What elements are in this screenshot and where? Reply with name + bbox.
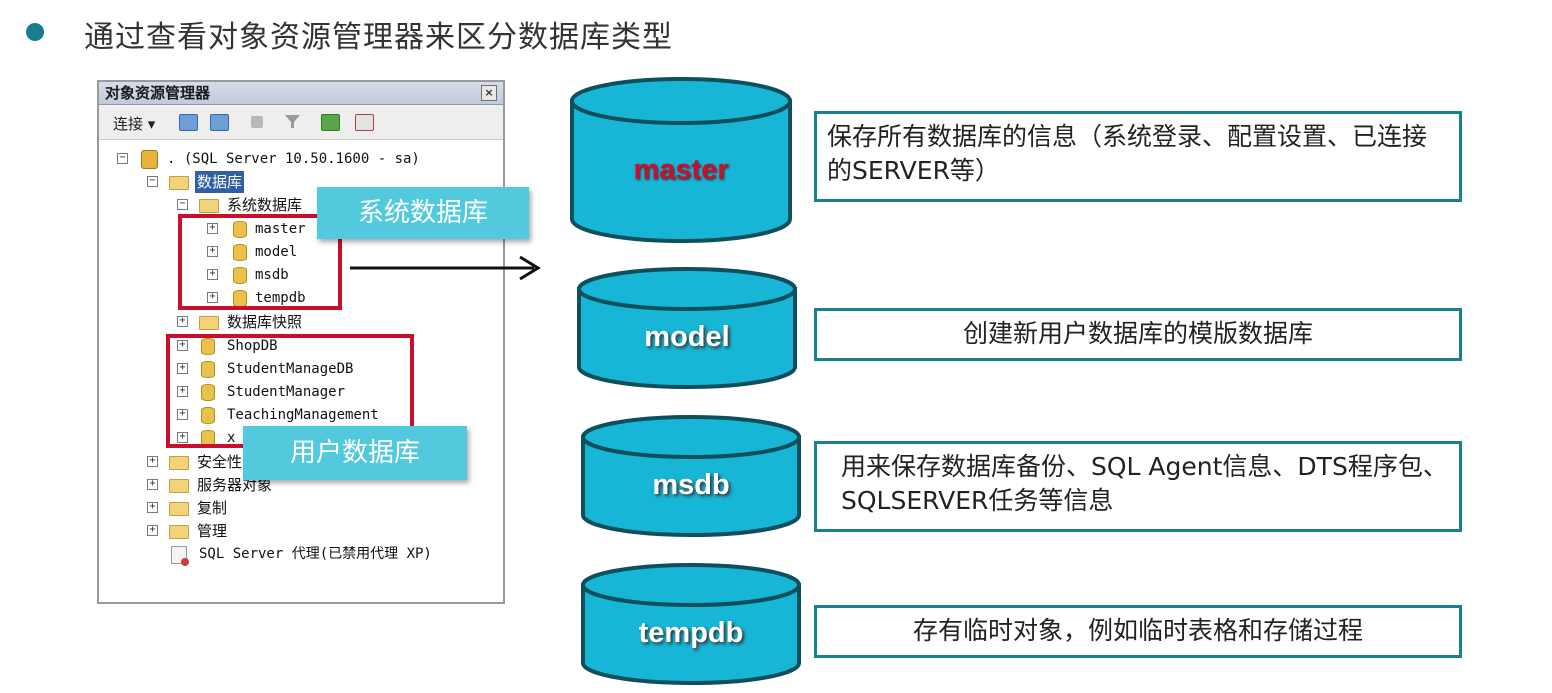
cylinder-top xyxy=(581,563,801,607)
arrow-head xyxy=(519,255,541,281)
cylinder-label: master xyxy=(633,154,729,186)
expand-icon[interactable]: + xyxy=(207,269,218,280)
cylinder-top xyxy=(577,267,797,311)
cylinder-body xyxy=(581,435,801,537)
master-description: 保存所有数据库的信息（系统登录、配置设置、已连接的SERVER等） xyxy=(814,111,1462,202)
expand-icon[interactable]: + xyxy=(177,432,188,443)
replication-label: 复制 xyxy=(197,499,228,517)
folder-icon xyxy=(169,502,189,516)
model-description: 创建新用户数据库的模版数据库 xyxy=(814,308,1462,361)
cylinder-top xyxy=(570,77,792,125)
cylinder-shape xyxy=(570,77,792,243)
stop-icon[interactable] xyxy=(251,116,263,128)
cylinder-shape xyxy=(577,267,797,389)
cylinder-body xyxy=(570,99,792,243)
refresh-icon[interactable] xyxy=(321,114,340,131)
cylinder-shape xyxy=(581,415,801,537)
db-label: master xyxy=(255,221,306,237)
filter-icon[interactable] xyxy=(284,114,301,129)
db-label: model xyxy=(255,244,298,260)
server-label: . (SQL Server 10.50.1600 - sa) xyxy=(167,151,420,167)
connect-icon[interactable] xyxy=(179,114,198,131)
object-explorer-toolbar: 连接 ▾ xyxy=(99,105,503,140)
database-icon xyxy=(201,384,215,401)
expand-icon[interactable]: + xyxy=(147,502,158,513)
database-icon xyxy=(233,221,247,238)
database-icon xyxy=(201,338,215,355)
system-databases-label: 系统数据库 xyxy=(227,196,303,214)
expand-icon[interactable]: + xyxy=(147,456,158,467)
expand-icon[interactable]: + xyxy=(177,340,188,351)
expand-icon[interactable]: + xyxy=(207,246,218,257)
db-label: ShopDB xyxy=(227,338,278,354)
slide-heading: 通过查看对象资源管理器来区分数据库类型 xyxy=(84,20,673,55)
expand-icon[interactable]: + xyxy=(147,479,158,490)
system-databases-callout: 系统数据库 xyxy=(317,187,529,239)
expand-icon[interactable]: + xyxy=(177,386,188,397)
tempdb-cylinder: tempdb xyxy=(580,562,802,686)
msdb-description: 用来保存数据库备份、SQL Agent信息、DTS程序包、SQLSERVER任务… xyxy=(814,441,1462,532)
databases-label: 数据库 xyxy=(195,171,245,193)
tempdb-description: 存有临时对象，例如临时表格和存储过程 xyxy=(814,605,1462,658)
expand-icon[interactable]: + xyxy=(147,525,158,536)
cylinder-label: msdb xyxy=(652,469,730,501)
cylinder-body xyxy=(577,287,797,389)
agent-label: SQL Server 代理(已禁用代理 XP) xyxy=(199,546,432,562)
close-icon[interactable]: × xyxy=(481,85,497,101)
folder-icon xyxy=(169,176,189,190)
database-icon xyxy=(201,407,215,424)
folder-icon xyxy=(169,456,189,470)
collapse-icon[interactable]: − xyxy=(117,153,128,164)
db-label: msdb xyxy=(255,267,289,283)
folder-icon xyxy=(199,316,219,330)
expand-icon[interactable]: + xyxy=(207,292,218,303)
db-label: TeachingManagement xyxy=(227,407,379,423)
cylinder-top xyxy=(581,415,801,459)
expand-icon[interactable]: + xyxy=(177,316,188,327)
management-label: 管理 xyxy=(197,522,228,540)
database-icon xyxy=(201,361,215,378)
db-label: x xyxy=(227,430,236,446)
bullet-icon xyxy=(26,23,44,41)
db-label: StudentManager xyxy=(227,384,346,400)
folder-icon xyxy=(169,525,189,539)
folder-icon xyxy=(199,199,219,213)
server-icon xyxy=(141,150,158,169)
collapse-icon[interactable]: − xyxy=(177,199,188,210)
object-explorer-title: 对象资源管理器 xyxy=(105,84,211,102)
expand-icon[interactable]: + xyxy=(207,223,218,234)
user-databases-callout: 用户数据库 xyxy=(243,426,467,480)
expand-icon[interactable]: + xyxy=(177,409,188,420)
db-label: tempdb xyxy=(255,290,306,306)
cylinder-label: model xyxy=(644,321,730,353)
connect-button[interactable]: 连接 ▾ xyxy=(113,115,156,133)
collapse-icon[interactable]: − xyxy=(147,176,158,187)
object-explorer-window: 对象资源管理器 × 连接 ▾ − . (SQL Server 10.50.160… xyxy=(97,80,505,604)
cylinder-shape xyxy=(581,563,801,685)
object-explorer-titlebar: 对象资源管理器 × xyxy=(99,82,503,105)
cylinder-label: tempdb xyxy=(638,617,744,649)
server-objects-label: 服务器对象 xyxy=(197,476,273,494)
snapshots-label: 数据库快照 xyxy=(227,313,303,331)
activity-monitor-icon[interactable] xyxy=(355,114,374,131)
database-icon xyxy=(233,244,247,261)
expand-icon[interactable]: + xyxy=(177,363,188,374)
db-label: StudentManageDB xyxy=(227,361,354,377)
right-arrow-icon xyxy=(350,255,541,281)
master-cylinder: master xyxy=(569,76,793,244)
folder-icon xyxy=(169,479,189,493)
msdb-cylinder: msdb xyxy=(580,414,802,538)
system-databases-highlight xyxy=(178,214,342,310)
disconnect-icon[interactable] xyxy=(210,114,229,131)
model-cylinder: model xyxy=(576,266,798,390)
cylinder-body xyxy=(581,583,801,685)
database-icon xyxy=(233,267,247,284)
sql-agent-icon xyxy=(171,546,189,566)
filter-icon-glyph xyxy=(285,115,300,128)
security-label: 安全性 xyxy=(197,453,243,471)
